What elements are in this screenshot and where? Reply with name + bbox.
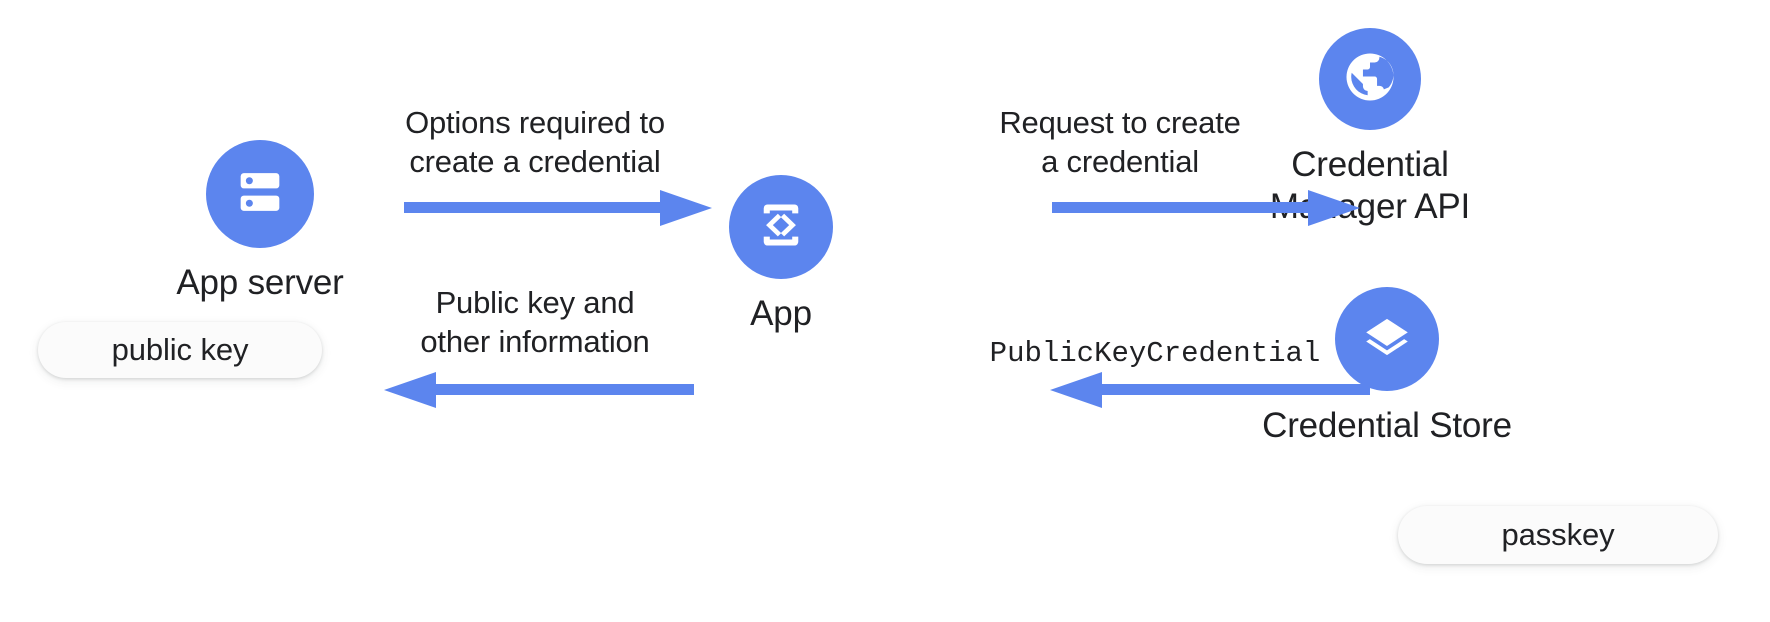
arrow-options-required	[404, 186, 714, 230]
node-app-server: App server	[130, 140, 390, 304]
chip-passkey-label: passkey	[1501, 517, 1615, 552]
arrow-label-request-to-create: Request to create a credential	[999, 105, 1241, 179]
node-credential-manager-api: Credential Manager API	[1255, 28, 1485, 228]
node-credential-store: Credential Store	[1262, 287, 1512, 447]
node-label-credential-manager-api: Credential Manager API	[1270, 145, 1471, 226]
server-icon	[231, 163, 289, 226]
chip-public-key-label: public key	[111, 332, 249, 367]
arrow-label-public-key-and-other-information: Public key and other information	[420, 285, 650, 359]
globe-icon	[1340, 47, 1400, 112]
chip-public-key: public key	[38, 322, 322, 378]
arrow-label-public-key-credential: PublicKeyCredential	[989, 337, 1321, 370]
layers-icon	[1358, 308, 1416, 371]
node-label-credential-store: Credential Store	[1262, 406, 1512, 445]
mobile-code-icon	[753, 197, 809, 258]
arrow-label-options-required: Options required to create a credential	[405, 105, 665, 179]
arrow-public-key-credential	[1040, 368, 1370, 412]
app-server-icon-circle	[206, 140, 314, 248]
credential-store-icon-circle	[1335, 287, 1439, 391]
node-label-app-server: App server	[176, 263, 344, 302]
app-icon-circle	[729, 175, 833, 279]
arrow-request-to-create	[1052, 186, 1362, 230]
node-app: App	[718, 175, 844, 335]
node-label-app: App	[750, 294, 812, 333]
credential-manager-api-icon-circle	[1319, 28, 1421, 130]
arrow-public-key-and-other-information	[374, 368, 694, 412]
chip-passkey: passkey	[1398, 506, 1718, 564]
